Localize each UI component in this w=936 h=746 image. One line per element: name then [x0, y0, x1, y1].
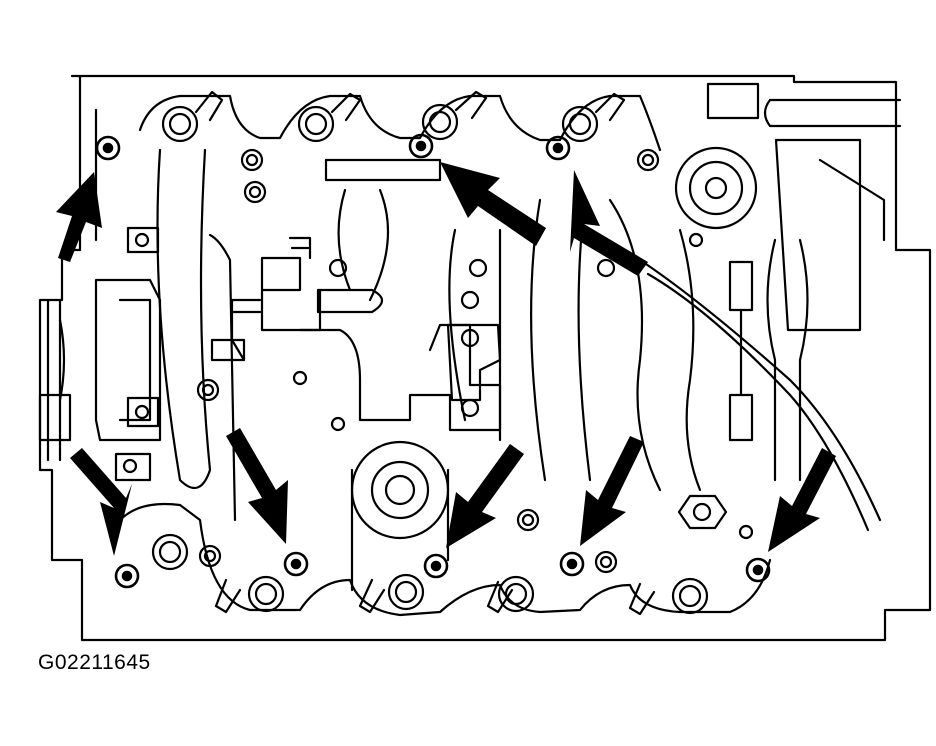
arrow-top-left [56, 172, 102, 262]
studs [122, 148, 754, 574]
engine-block-outline [38, 74, 932, 642]
block-right-housing [706, 82, 902, 128]
center-housing [298, 323, 502, 432]
runner-right-2 [608, 198, 702, 492]
egr-connector [288, 236, 312, 260]
throttle-bracket [114, 226, 160, 482]
arrow-bottom-center-left [226, 428, 288, 544]
runner-far-right [766, 238, 809, 482]
egr-tube [316, 288, 384, 314]
arrow-bottom-right [768, 448, 836, 552]
arrow-bottom-center [446, 444, 524, 548]
center-bracket [446, 323, 502, 402]
valve-plug [324, 158, 442, 182]
bottom-bosses [151, 533, 709, 615]
thermostat-housing [674, 146, 758, 230]
wiring-harness [638, 258, 882, 532]
hex-nut [677, 494, 728, 530]
manifold-bolts [95, 133, 771, 589]
arrow-top-center [440, 162, 546, 246]
throttle-body [38, 278, 162, 442]
runner-center-1 [337, 188, 390, 302]
sensor-body [728, 260, 754, 442]
manifold-top-edge [138, 94, 662, 152]
egr-valve [260, 256, 322, 332]
boss-brackets [194, 90, 656, 616]
block-right-panel [774, 138, 886, 332]
arrow-bottom-center-right [580, 436, 644, 546]
vacuum-line [210, 298, 262, 362]
throttle-body-detail [58, 298, 152, 422]
top-bosses [161, 103, 599, 143]
arrow-top-right [570, 170, 648, 276]
arrow-bottom-left [70, 448, 132, 556]
figure-code: G02211645 [38, 651, 151, 674]
block-inner-left [46, 108, 98, 462]
runner-left-1 [156, 148, 212, 490]
runner-left-2 [208, 233, 237, 522]
